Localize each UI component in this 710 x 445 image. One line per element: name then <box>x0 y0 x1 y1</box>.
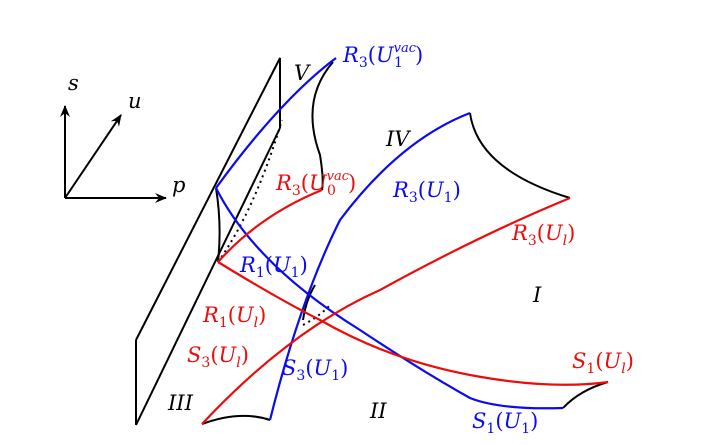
s1-arc <box>562 381 609 409</box>
vacuum-plane-front-edge <box>135 127 281 426</box>
blue-curves <box>215 57 564 421</box>
red-curves <box>201 188 609 425</box>
region-iv-arc <box>469 112 571 199</box>
label-r3-u1: R3(U1) <box>392 178 461 206</box>
r3-u1vac-curve <box>215 57 337 189</box>
region-ii-label: II <box>369 399 387 423</box>
label-s1-ul: S1(Ul) <box>572 349 634 377</box>
u-axis <box>64 114 122 199</box>
region-iv-label: IV <box>385 127 411 151</box>
plane-arc <box>215 187 221 263</box>
p-axis-label: p <box>172 173 185 197</box>
r1-u1-s1-u1-curve <box>215 187 564 410</box>
r3-u0vac-curve <box>217 188 323 263</box>
region-v-arc <box>311 61 334 191</box>
label-s3-ul: S3(Ul) <box>187 343 249 371</box>
bottom-arc <box>201 414 271 425</box>
r3-ul-curve <box>201 196 571 425</box>
r3-u1-curve <box>268 111 471 421</box>
u-axis-label: u <box>128 89 142 113</box>
r1-ul-s1-ul-curve <box>217 261 609 386</box>
label-r1-ul: R1(Ul) <box>202 303 266 331</box>
middle-arc <box>302 284 316 321</box>
region-iii-label: III <box>167 391 194 415</box>
axes <box>60 105 167 203</box>
label-s3-u1: S3(U1) <box>282 356 348 384</box>
s-axis-label: s <box>68 71 79 95</box>
label-s1-u1: S1(U1) <box>472 409 538 437</box>
label-r3-ul: R3(Ul) <box>511 221 575 249</box>
region-v-label: V <box>294 61 311 85</box>
vacuum-plane <box>135 57 281 425</box>
dotted-line-middle <box>302 304 331 326</box>
dotted-lines <box>217 119 331 326</box>
region-i-label: I <box>532 283 542 307</box>
label-r1-u1: R1(U1) <box>239 253 308 281</box>
